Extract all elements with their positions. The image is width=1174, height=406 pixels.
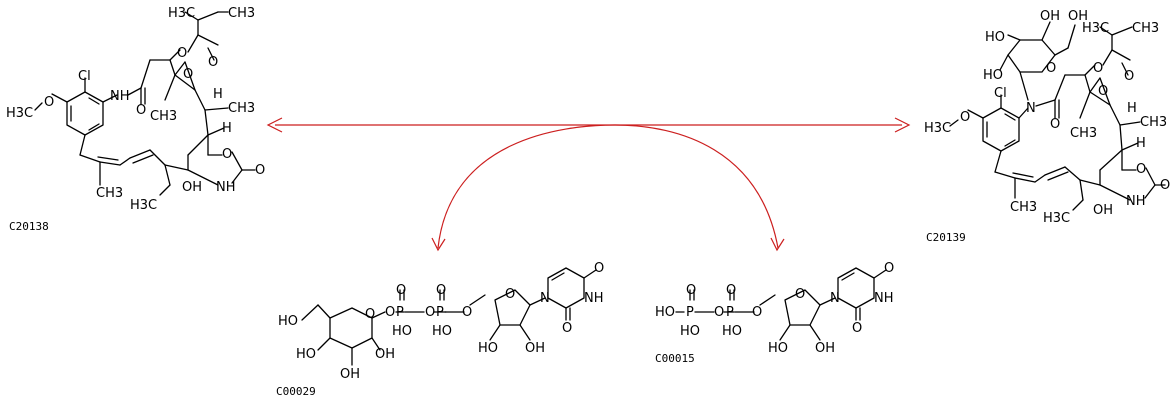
molecule-c00029: HO HO OH OH O O P O HO O P O HO O O HO O… [276, 261, 604, 398]
atom-n-uracil-udp: N [830, 291, 840, 306]
atom-oh-c2: OH [375, 347, 395, 362]
atom-oh-ribose: OH [525, 341, 545, 356]
atom-h-epoxide: H [213, 87, 223, 102]
atom-ch3-diene-r: CH3 [1010, 200, 1037, 215]
atom-o-ribose-ring: O [505, 287, 515, 302]
atom-ch3-chain-r: CH3 [1140, 115, 1167, 130]
atom-n-r: N [1026, 101, 1036, 116]
compound-id-c20138: C20138 [9, 220, 49, 233]
atom-o-ester-r: O [1093, 61, 1103, 76]
atom-o-uracil-4-udp: O [884, 261, 894, 276]
atom-ho-ribose: HO [478, 341, 498, 356]
atom-ho-p-beta: HO [680, 324, 700, 339]
atom-o-p1: O [396, 283, 406, 298]
atom-ch3-isobutyl: CH3 [228, 6, 255, 21]
atom-ho-ribose-udp: HO [768, 341, 788, 356]
atom-ho-p-alpha: HO [722, 324, 742, 339]
atom-o-glc-ring: O [1046, 61, 1056, 76]
atom-nh-uracil: NH [584, 291, 604, 306]
atom-o-p2: O [436, 283, 446, 298]
atom-h3c-methoxy-chain-r: H3C [1043, 211, 1070, 226]
reaction-arrows [266, 117, 911, 252]
atom-ch3-isobutyl-r: CH3 [1132, 21, 1159, 36]
atom-cl-r: Cl [994, 86, 1007, 101]
atom-nh-carbamate-r: NH [1126, 194, 1146, 209]
compound-id-c20139: C20139 [926, 231, 966, 244]
atom-nh-carbamate: NH [216, 180, 236, 195]
atom-o-amide-r: O [1050, 117, 1060, 132]
atom-o-carbamate-carbonyl: O [255, 163, 265, 178]
atom-h3c-isobutyl-r: H3C [1082, 21, 1109, 36]
atom-cl: Cl [78, 69, 91, 84]
atom-o-link1: O [385, 305, 395, 320]
atom-oh-ribose-udp: OH [815, 341, 835, 356]
atom-o-ribose-ring-udp: O [795, 287, 805, 302]
atom-o-uracil-2: O [562, 321, 572, 336]
atom-ho-glc-1: HO [985, 30, 1005, 45]
atom-h3c-methoxy: H3C [6, 106, 33, 121]
atom-o-p-beta: O [686, 283, 696, 298]
arrowhead-left [266, 117, 283, 133]
atom-n-uracil: N [540, 291, 550, 306]
atom-p1: P [396, 305, 404, 320]
atom-o-carbamate-r: O [1136, 162, 1146, 177]
atom-o-ester-carbonyl-r: O [1124, 69, 1134, 84]
atom-ch3-chain: CH3 [228, 101, 255, 116]
atom-o-ester-carbonyl: O [208, 55, 218, 70]
atom-nh-uracil-udp: NH [874, 291, 894, 306]
compound-id-c00015: C00015 [655, 352, 695, 365]
atom-p-beta: P [686, 305, 694, 320]
atom-ch3-epoxide-r: CH3 [1070, 126, 1097, 141]
atom-p2: P [436, 305, 444, 320]
arrowhead-right [894, 117, 911, 133]
atom-o-carbamate: O [222, 147, 232, 162]
compound-id-c00029: C00029 [276, 385, 316, 398]
arrowhead-udp [770, 237, 785, 252]
atom-oh: OH [182, 180, 202, 195]
atom-ch3-epoxide: CH3 [150, 109, 177, 124]
atom-ho-p2: HO [432, 324, 452, 339]
atom-ho-glc-4: HO [983, 68, 1003, 83]
atom-o-bridge: O [425, 305, 435, 320]
atom-ho-c6: HO [278, 314, 298, 329]
atom-o-amide: O [136, 103, 146, 118]
atom-o-methoxy-r: O [960, 110, 970, 125]
atom-o-ester: O [177, 46, 187, 61]
atom-h3c-isobutyl: H3C [168, 6, 195, 21]
atom-h3c-methoxy-r: H3C [924, 121, 951, 136]
atom-oh-c3: OH [340, 367, 360, 382]
atom-oh-r: OH [1093, 203, 1113, 218]
atom-o-link-udp: O [752, 305, 762, 320]
atom-o-bridge-udp: O [714, 305, 724, 320]
atom-h-ring: H [222, 121, 232, 136]
atom-oh-glc-3: OH [1068, 9, 1088, 24]
molecule-c20138: Cl NH H3C O O O O O CH3 H3C CH3 H CH3 H … [6, 6, 265, 233]
atom-ch3-diene: CH3 [96, 186, 123, 201]
cosubstrate-arc [437, 124, 779, 249]
atom-o-carbamate-carbonyl-r: O [1160, 178, 1170, 193]
atom-ho-terminal: HO [655, 305, 675, 320]
atom-h3c-methoxy-chain: H3C [130, 198, 157, 213]
atom-o-glc-ring: O [365, 307, 375, 322]
atom-p-alpha: P [726, 305, 734, 320]
atom-oh-glc-2: OH [1040, 9, 1060, 24]
atom-o-methoxy: O [44, 95, 54, 110]
atom-o-epoxide: O [183, 67, 193, 82]
arrowhead-udpglc [431, 237, 446, 252]
atom-o-uracil-4: O [594, 261, 604, 276]
atom-h-ring-r: H [1136, 136, 1146, 151]
atom-o-uracil-2-udp: O [852, 321, 862, 336]
atom-nh: NH [110, 89, 130, 104]
molecule-c20139: HO OH OH HO O Cl N H3C O O O O O CH3 H3C… [924, 9, 1170, 244]
atom-o-epoxide-r: O [1098, 84, 1108, 99]
atom-h-epoxide-r: H [1127, 101, 1137, 116]
molecule-c00015: HO P O HO O P O HO O O HO OH N NH O O C0… [655, 261, 894, 365]
atom-ho-p1: HO [392, 324, 412, 339]
atom-ho-c4: HO [296, 347, 316, 362]
atom-o-link2: O [462, 305, 472, 320]
atom-o-p-alpha: O [726, 283, 736, 298]
